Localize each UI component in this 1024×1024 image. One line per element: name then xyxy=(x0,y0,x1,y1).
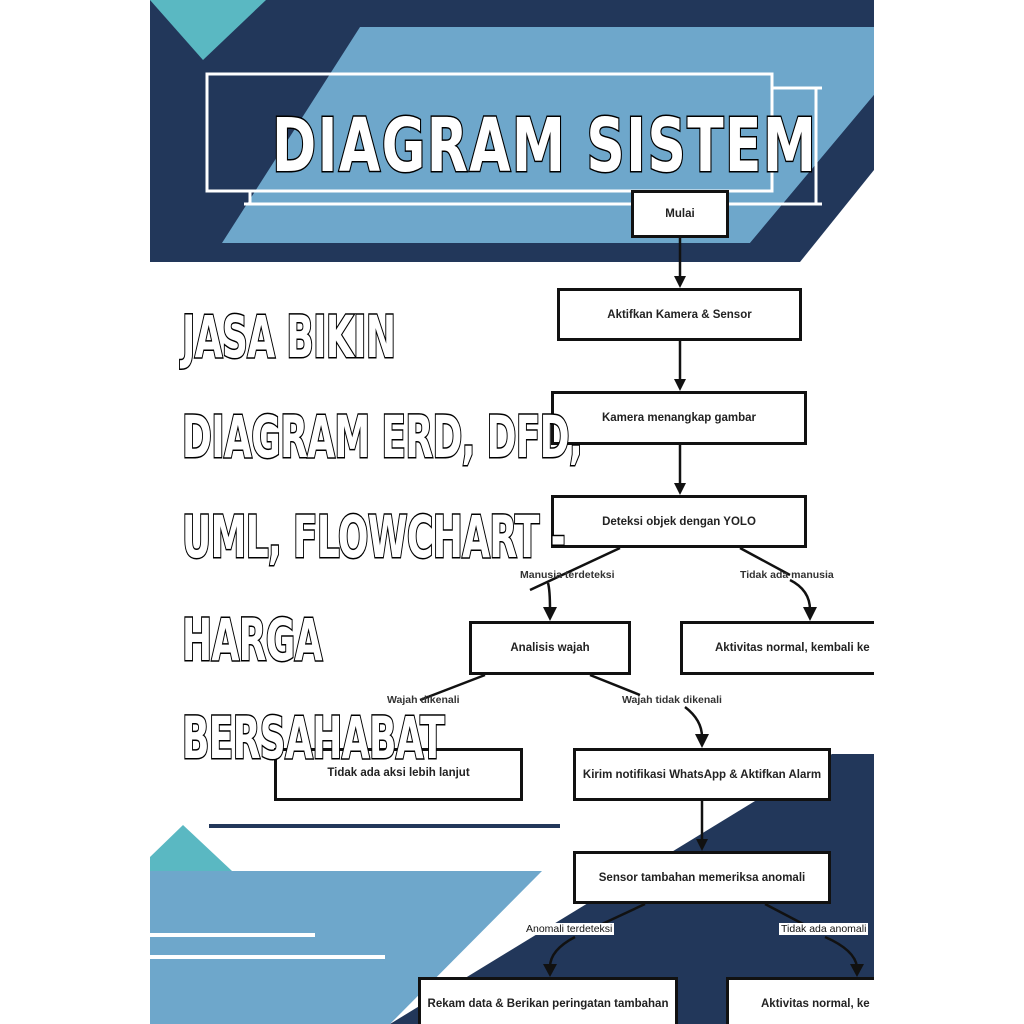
edge-label-no-anomaly: Tidak ada anomali xyxy=(779,923,869,935)
promo-line-3: UML, FLOWCHART - xyxy=(181,503,566,572)
node-no-action: Tidak ada aksi lebih lanjut xyxy=(274,748,523,801)
node-label: Deteksi objek dengan YOLO xyxy=(602,515,756,528)
node-label: Aktifkan Kamera & Sensor xyxy=(607,308,752,321)
edge-label-face-unknown: Wajah tidak dikenali xyxy=(622,694,722,706)
flowchart-connectors xyxy=(419,238,864,977)
node-sensor-check: Sensor tambahan memeriksa anomali xyxy=(573,851,831,904)
edge-label-face-known: Wajah dikenali xyxy=(387,694,460,706)
node-face-analysis: Analisis wajah xyxy=(469,621,631,675)
promo-line-5: BERSAHABAT xyxy=(181,704,446,773)
node-record-data: Rekam data & Berikan peringatan tambahan xyxy=(418,977,678,1024)
node-label: Aktivitas normal, kembali ke xyxy=(715,642,870,654)
node-label: Kirim notifikasi WhatsApp & Aktifkan Ala… xyxy=(582,768,822,781)
node-activate: Aktifkan Kamera & Sensor xyxy=(557,288,802,341)
node-label: Sensor tambahan memeriksa anomali xyxy=(598,871,806,884)
page-title: DIAGRAM SISTEM xyxy=(271,103,818,190)
node-detect: Deteksi objek dengan YOLO xyxy=(551,495,807,548)
edge-label-human-detected: Manusia terdeteksi xyxy=(520,569,615,581)
edge-label-no-human: Tidak ada manusia xyxy=(740,569,834,581)
edge-label-anomaly: Anomali terdeteksi xyxy=(524,923,615,935)
node-capture: Kamera menangkap gambar xyxy=(551,391,807,445)
promo-line-1: JASA BIKIN xyxy=(181,303,397,372)
node-start: Mulai xyxy=(631,190,729,238)
node-label: Rekam data & Berikan peringatan tambahan xyxy=(427,998,669,1010)
poster: DIAGRAM SISTEM Mulai Aktifkan Kamera & S… xyxy=(150,0,874,1024)
node-label: Kamera menangkap gambar xyxy=(601,412,757,424)
background-shapes xyxy=(150,0,874,1024)
node-label: Tidak ada aksi lebih lanjut xyxy=(327,767,470,779)
node-normal-activity-1: Aktivitas normal, kembali ke xyxy=(680,621,874,675)
node-label: Aktivitas normal, ke xyxy=(761,998,870,1010)
node-notify: Kirim notifikasi WhatsApp & Aktifkan Ala… xyxy=(573,748,831,801)
node-label: Analisis wajah xyxy=(510,642,590,654)
promo-line-4: HARGA xyxy=(181,606,323,675)
node-normal-activity-2: Aktivitas normal, ke xyxy=(726,977,874,1024)
promo-line-2: DIAGRAM ERD, DFD, xyxy=(181,403,584,472)
node-label: Mulai xyxy=(665,208,695,220)
